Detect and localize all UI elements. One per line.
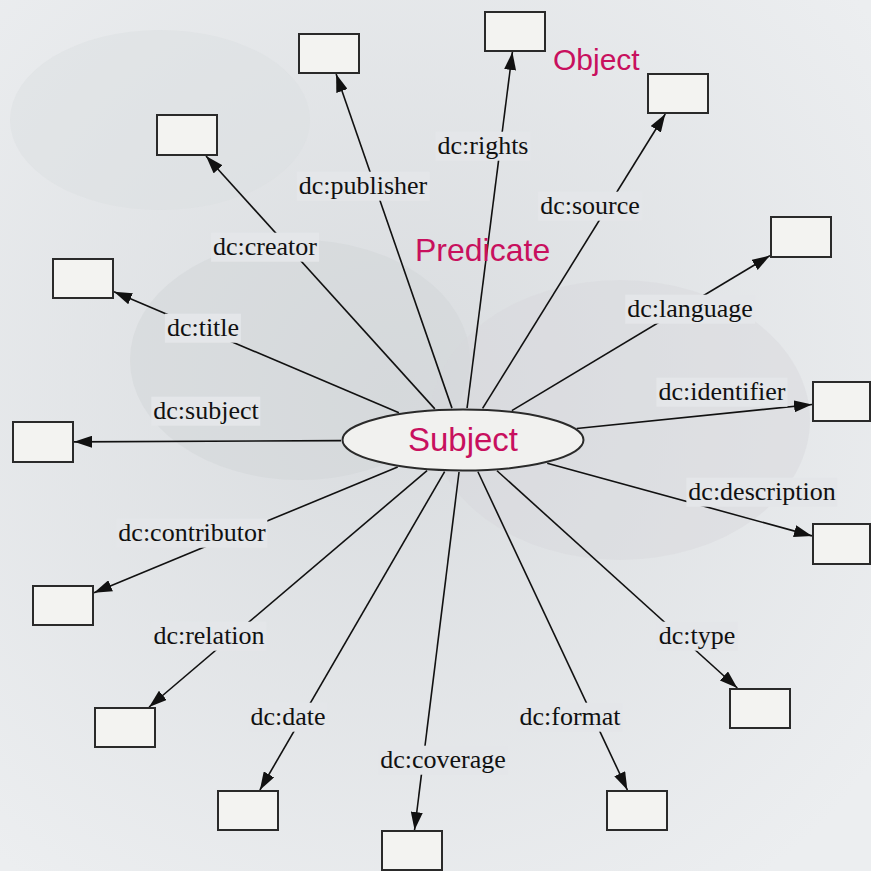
predicate-label: dc:coverage	[378, 746, 508, 775]
predicate-arrow	[74, 441, 341, 442]
object-box	[606, 790, 668, 831]
node-text: Subject	[408, 421, 518, 459]
predicate-arrow	[206, 156, 435, 409]
predicate-arrow	[478, 472, 627, 790]
predicate-label: dc:publisher	[297, 172, 430, 201]
object-box	[298, 33, 360, 74]
object-box	[156, 114, 218, 156]
predicate-arrow	[260, 472, 445, 790]
predicate-arrow	[467, 52, 512, 408]
predicate-arrow	[149, 471, 427, 707]
predicate-label: dc:source	[538, 192, 642, 221]
object-box	[729, 688, 791, 729]
object-box	[12, 421, 74, 463]
predicate-label: dc:description	[686, 478, 837, 507]
photo-shade	[10, 30, 310, 210]
predicate-label: dc:format	[517, 703, 622, 732]
object-box	[647, 73, 709, 114]
predicate-label: dc:type	[657, 622, 738, 651]
predicate-label: dc:contributor	[116, 519, 267, 548]
predicate-arrow	[577, 405, 812, 429]
object-box	[812, 523, 871, 565]
ellipse-shape	[343, 410, 584, 471]
predicate-label: dc:date	[248, 703, 327, 732]
role-label: Predicate	[415, 233, 550, 268]
predicate-label: dc:relation	[151, 622, 266, 651]
predicate-arrow	[94, 467, 398, 593]
object-box	[94, 707, 156, 748]
subject-ellipse: Subject	[341, 408, 585, 472]
object-box	[32, 585, 94, 626]
predicate-label: dc:subject	[151, 397, 260, 426]
object-box	[217, 790, 279, 831]
predicate-label: dc:identifier	[656, 378, 787, 407]
predicate-label: dc:language	[625, 295, 755, 324]
predicate-label: dc:rights	[436, 132, 531, 161]
predicate-arrow	[114, 292, 399, 413]
predicate-arrow	[415, 472, 459, 830]
object-box	[381, 830, 443, 871]
object-box	[812, 381, 871, 422]
predicate-label: dc:creator	[211, 233, 319, 262]
object-box	[52, 258, 114, 299]
predicate-label: dc:title	[165, 314, 241, 343]
role-label: Object	[553, 43, 640, 76]
object-box	[484, 11, 546, 52]
object-box	[770, 216, 832, 258]
